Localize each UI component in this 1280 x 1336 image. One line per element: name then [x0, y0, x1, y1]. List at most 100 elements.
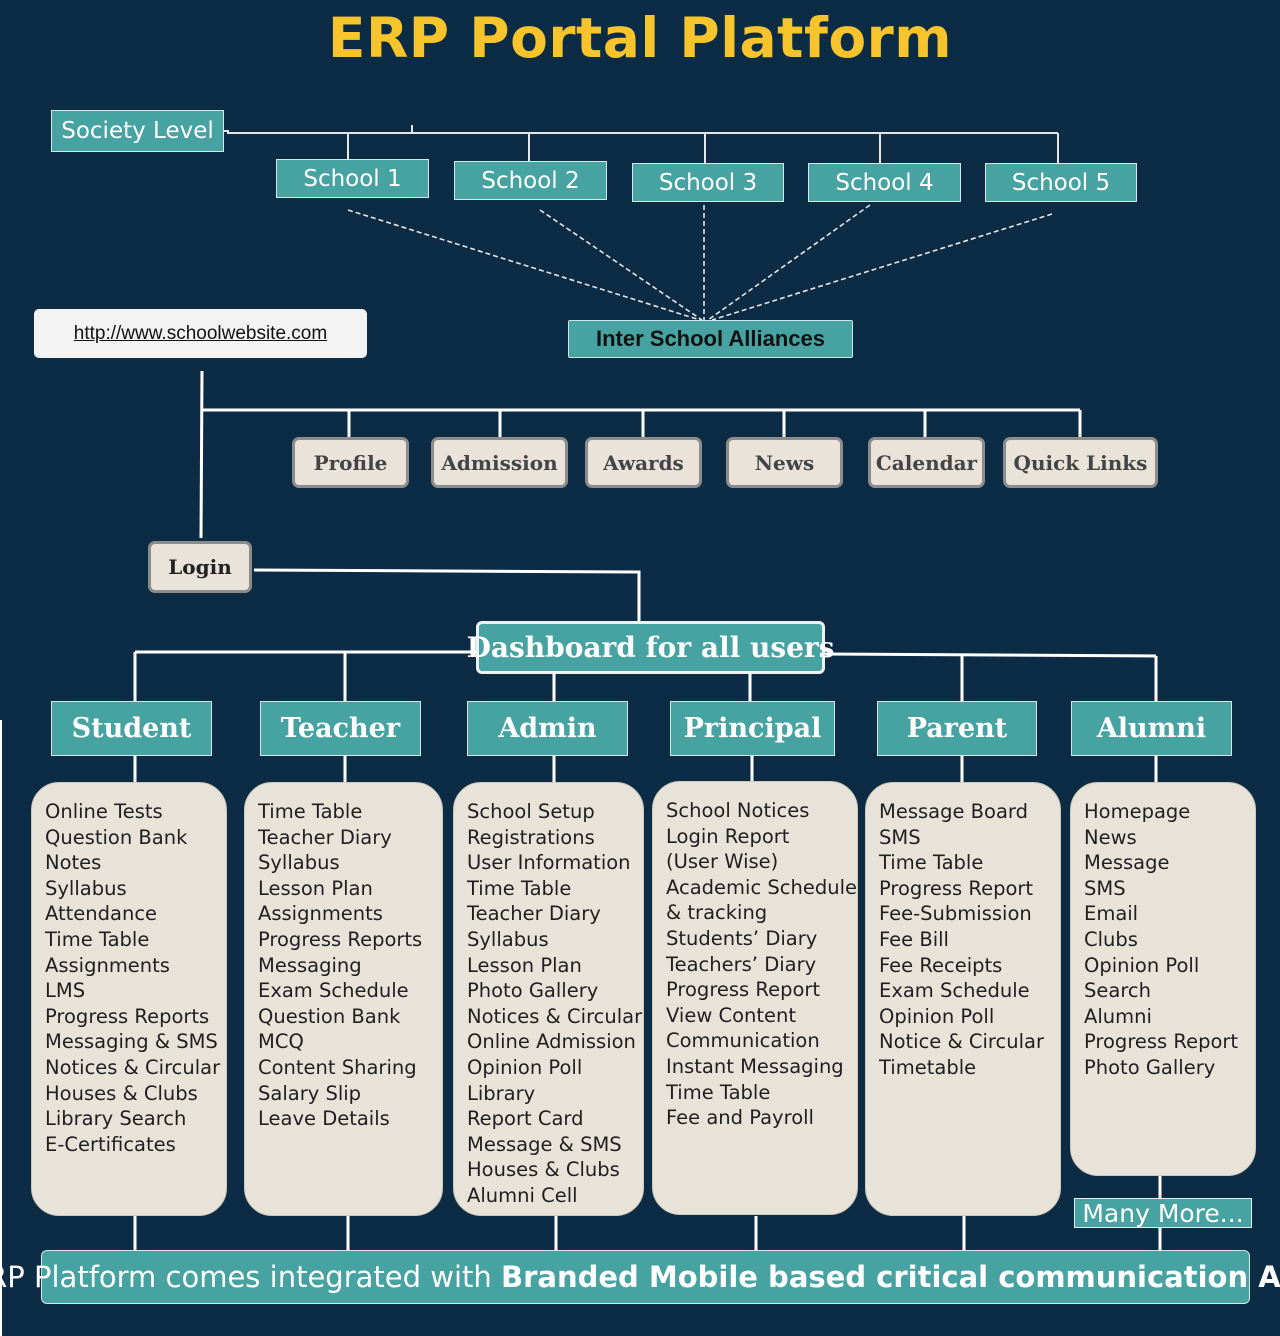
- feature-item: Alumni: [1084, 1004, 1152, 1028]
- feature-item: LMS: [45, 979, 86, 1003]
- feature-item: SMS: [1084, 876, 1126, 900]
- feature-item: Message: [1084, 851, 1170, 875]
- feature-item: Attendance: [45, 902, 158, 926]
- feature-item: E-Certificates: [45, 1132, 176, 1156]
- feature-item: Teachers’ Diary: [666, 952, 817, 976]
- feature-item: & tracking: [666, 901, 768, 925]
- calendar-page-button[interactable]: Calendar: [868, 437, 985, 488]
- feature-item: Exam Schedule: [258, 979, 409, 1003]
- feature-item: Question Bank: [45, 825, 188, 849]
- school-website-link[interactable]: http://www.schoolwebsite.com: [34, 309, 367, 358]
- feature-item: News: [1084, 825, 1137, 849]
- feature-item: Time Table: [666, 1080, 771, 1104]
- dashboard-box: Dashboard for all users: [467, 621, 834, 674]
- feature-item: Notices & Circular: [467, 1004, 643, 1028]
- role-teacher: Teacher: [260, 701, 421, 756]
- feature-item: (User Wise): [666, 850, 779, 874]
- society-level-box: Society Level: [51, 110, 224, 152]
- feature-item: Notes: [45, 851, 102, 875]
- banner-bold-text: Branded Mobile based critical communicat…: [500, 1260, 1280, 1294]
- feature-item: Syllabus: [258, 851, 340, 875]
- feature-item: Opinion Poll: [1084, 953, 1200, 977]
- feature-item: Progress Report: [1084, 1030, 1239, 1054]
- banner-lead-text: ERP Platform comes integrated with: [0, 1260, 501, 1294]
- feature-item: Messaging: [258, 953, 362, 977]
- feature-item: MCQ: [258, 1030, 304, 1054]
- role-student: Student: [51, 701, 212, 756]
- inter-school-alliances-box: Inter School Alliances: [568, 320, 853, 358]
- mobile-app-banner: ERP Platform comes integrated with Brand…: [0, 1250, 1280, 1304]
- feature-item: Search: [1084, 979, 1151, 1003]
- feature-item: Time Table: [467, 876, 572, 900]
- feature-item: Clubs: [1084, 927, 1138, 951]
- feature-item: Homepage: [1084, 800, 1191, 823]
- feature-item: Fee-Submission: [879, 902, 1032, 926]
- feature-item: Syllabus: [45, 876, 127, 900]
- feature-item: Salary Slip: [258, 1081, 362, 1105]
- feature-item: School Notices: [666, 799, 810, 822]
- feature-item: Instant Messaging: [666, 1054, 844, 1078]
- feature-item: Houses & Clubs: [467, 1158, 620, 1182]
- school-1-box: School 1: [276, 159, 429, 198]
- feature-item: Message Board: [879, 800, 1028, 823]
- feature-item: Fee Bill: [879, 927, 949, 951]
- feature-item: Progress Report: [666, 978, 821, 1002]
- feature-item: Teacher Diary: [258, 825, 392, 849]
- school-2-box: School 2: [454, 161, 607, 200]
- awards-page-button[interactable]: Awards: [585, 437, 702, 488]
- feature-item: Opinion Poll: [879, 1004, 995, 1028]
- feature-item: Notice & Circular: [879, 1030, 1044, 1054]
- admission-page-button[interactable]: Admission: [431, 437, 568, 488]
- feature-item: Login Report: [666, 824, 790, 848]
- school-5-box: School 5: [985, 163, 1137, 202]
- news-page-button[interactable]: News: [726, 437, 843, 488]
- feature-item: Assignments: [258, 902, 383, 926]
- feature-item: Progress Reports: [45, 1004, 210, 1028]
- feature-item: Question Bank: [258, 1004, 401, 1028]
- feature-item: Students’ Diary: [666, 926, 818, 950]
- feature-item: Messaging & SMS: [45, 1030, 218, 1054]
- feature-item: Lesson Plan: [467, 953, 582, 977]
- feature-item: Exam Schedule: [879, 979, 1030, 1003]
- feature-item: Time Table: [45, 927, 150, 951]
- feature-item: Email: [1084, 902, 1139, 926]
- feature-item: Time Table: [879, 851, 984, 875]
- feature-item: View Content: [666, 1003, 797, 1027]
- role-principal: Principal: [670, 701, 835, 756]
- profile-page-button[interactable]: Profile: [292, 437, 409, 488]
- role-alumni: Alumni: [1071, 701, 1232, 756]
- feature-item: School Setup: [467, 800, 595, 823]
- page-title: ERP Portal Platform: [327, 6, 953, 70]
- feature-item: Teacher Diary: [467, 902, 601, 926]
- feature-item: Photo Gallery: [1084, 1055, 1216, 1079]
- school-3-box: School 3: [632, 163, 784, 202]
- feature-item: Content Sharing: [258, 1055, 417, 1079]
- feature-item: Library: [467, 1081, 536, 1105]
- role-parent: Parent: [877, 701, 1037, 756]
- school-4-box: School 4: [808, 163, 961, 202]
- feature-item: Assignments: [45, 953, 170, 977]
- feature-item: Alumni Cell: [467, 1183, 578, 1207]
- feature-item: Library Search: [45, 1107, 187, 1131]
- left-edge-line: [0, 720, 2, 1336]
- feature-item: User Information: [467, 851, 631, 875]
- login-button[interactable]: Login: [148, 541, 252, 593]
- feature-item: Fee and Payroll: [666, 1106, 814, 1130]
- feature-item: Academic Schedule: [666, 875, 857, 899]
- feature-item: Progress Reports: [258, 927, 423, 951]
- many-more-box: Many More...: [1074, 1198, 1252, 1228]
- feature-item: Message & SMS: [467, 1132, 622, 1156]
- quick-links-page-button[interactable]: Quick Links: [1003, 437, 1158, 488]
- feature-item: Leave Details: [258, 1107, 390, 1131]
